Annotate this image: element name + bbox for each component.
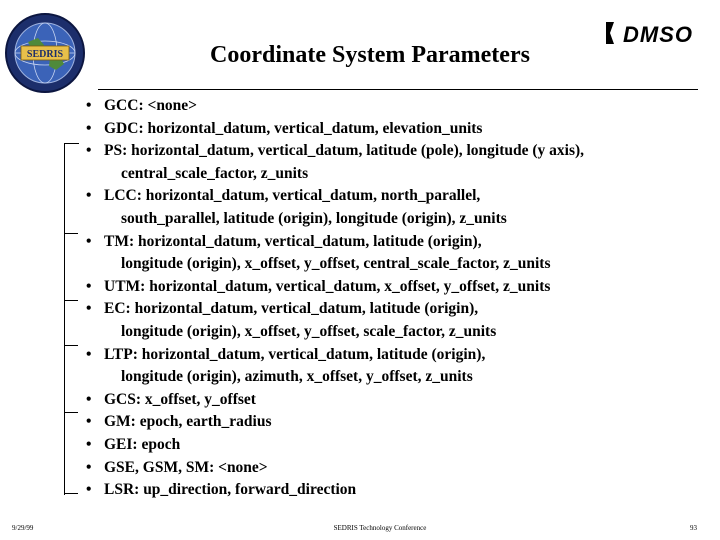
item-continuation: south_parallel, latitude (origin), longi…	[121, 209, 507, 227]
bullet-icon: •	[86, 458, 92, 476]
item-continuation: longitude (origin), x_offset, y_offset, …	[121, 322, 497, 340]
item-text: UTM: horizontal_datum, vertical_datum, x…	[104, 277, 551, 295]
item-text: EC: horizontal_datum, vertical_datum, la…	[104, 300, 479, 318]
bullet-icon: •	[86, 119, 92, 137]
item-continuation: central_scale_factor, z_units	[121, 164, 309, 182]
item-text: GEI: epoch	[104, 435, 181, 453]
page-title: Coordinate System Parameters	[210, 42, 530, 68]
list-item: • GCC: <none>	[86, 95, 706, 118]
item-text: GM: epoch, earth_radius	[104, 413, 272, 431]
list-item: • TM: horizontal_datum, vertical_datum, l…	[86, 231, 706, 276]
bullet-icon: •	[86, 413, 92, 431]
list-item: • LCC: horizontal_datum, vertical_datum, …	[86, 185, 706, 230]
bullet-icon: •	[86, 232, 92, 250]
footer-date: 9/29/99	[12, 524, 34, 532]
footer-conference: SEDRIS Technology Conference	[333, 524, 427, 532]
item-text: TM: horizontal_datum, vertical_datum, la…	[104, 232, 482, 250]
bracket-tick	[64, 233, 78, 234]
bracket-tick	[64, 345, 78, 346]
list-item: • GDC: horizontal_datum, vertical_datum, …	[86, 118, 706, 141]
bullet-icon: •	[86, 187, 92, 205]
item-continuation: longitude (origin), x_offset, y_offset, …	[121, 255, 551, 273]
parameter-list: • GCC: <none> • GDC: horizontal_datum, ver…	[86, 95, 706, 502]
item-text: GCC: <none>	[104, 97, 198, 114]
bullet-icon: •	[86, 277, 92, 295]
item-text: LCC: horizontal_datum, vertical_datum, n…	[104, 187, 481, 205]
list-item: • GSE, GSM, SM: <none>	[86, 457, 706, 480]
item-text: LTP: horizontal_datum, vertical_datum, l…	[104, 345, 486, 363]
list-item: • GEI: epoch	[86, 434, 706, 457]
item-text: PS: horizontal_datum, vertical_datum, la…	[104, 142, 585, 160]
bullet-icon: •	[86, 435, 92, 453]
bracket-tick	[64, 300, 78, 301]
bracket-line	[64, 143, 79, 495]
bullet-icon: •	[86, 390, 92, 408]
list-item: • PS: horizontal_datum, vertical_datum, l…	[86, 140, 706, 185]
bullet-icon: •	[86, 300, 92, 318]
list-item: • UTM: horizontal_datum, vertical_datum, …	[86, 276, 706, 299]
bullet-icon: •	[86, 345, 92, 363]
dmso-logo: DMSO	[606, 22, 693, 47]
title-divider	[98, 89, 698, 90]
bullet-icon: •	[86, 142, 92, 160]
item-text: GCS: x_offset, y_offset	[104, 390, 256, 408]
bracket-tick	[64, 493, 78, 494]
list-item: • GM: epoch, earth_radius	[86, 411, 706, 434]
list-item: • EC: horizontal_datum, vertical_datum, l…	[86, 298, 706, 343]
bullet-icon: •	[86, 97, 92, 114]
list-item: • GCS: x_offset, y_offset	[86, 389, 706, 412]
sedris-logo-text: SEDRIS	[27, 49, 64, 60]
sedris-logo: SEDRIS	[5, 13, 85, 93]
item-text: LSR: up_direction, forward_direction	[104, 481, 357, 499]
bracket-tick	[64, 412, 78, 413]
list-item: • LSR: up_direction, forward_direction	[86, 479, 706, 502]
dmso-logo-text: DMSO	[623, 22, 693, 47]
item-text: GSE, GSM, SM: <none>	[104, 458, 268, 476]
footer-page-number: 93	[690, 524, 697, 532]
item-text: GDC: horizontal_datum, vertical_datum, e…	[104, 119, 483, 137]
list-item: • LTP: horizontal_datum, vertical_datum, …	[86, 344, 706, 389]
item-continuation: longitude (origin), azimuth, x_offset, y…	[121, 368, 473, 386]
bullet-icon: •	[86, 481, 92, 499]
